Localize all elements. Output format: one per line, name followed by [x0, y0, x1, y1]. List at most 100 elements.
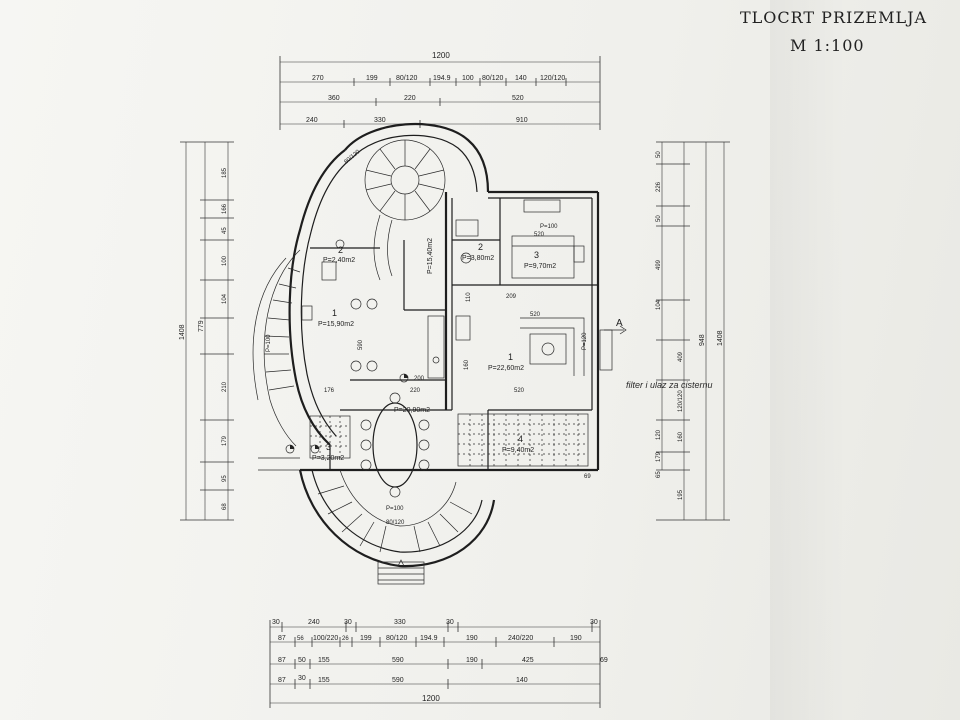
- terrace-tiles: [309, 413, 589, 467]
- room-1-right-area: P=22,60m2: [488, 365, 524, 372]
- room-1-right-num: 1: [508, 352, 513, 362]
- room-2-left-num: 2: [338, 245, 343, 255]
- bottom-bay: [298, 469, 496, 585]
- exterior-stair-left: [252, 249, 301, 447]
- dim-top-6: 80/120: [482, 75, 504, 82]
- room-labels: 1 P=15,90m2 2 P=2,40m2 P=15,40m2 2 P=3,8…: [312, 238, 556, 462]
- bedroom-furniture: [511, 199, 585, 279]
- dim-right-mid: 948: [699, 334, 706, 346]
- right-dimension-chains: 50 226 50 499 104 409 120/120 160 120 17…: [656, 141, 730, 521]
- dim-top-2: 199: [366, 75, 378, 82]
- dim-110: 110: [466, 292, 472, 302]
- section-marker: A: [604, 318, 627, 335]
- dim-bot-overall: 1200: [422, 694, 440, 703]
- p100-bay: P=100: [386, 506, 404, 512]
- dim-top-8: 120/120: [540, 75, 565, 82]
- level-markers: [285, 373, 409, 454]
- dim-176: 176: [324, 388, 335, 394]
- dim-right-6: 409: [678, 351, 684, 362]
- dim-top-r2-2: 220: [404, 95, 416, 102]
- room-2-right-area: P=3,80m2: [462, 255, 494, 262]
- dim-left-1: 185: [222, 167, 228, 178]
- room-3-right-num: 3: [534, 250, 539, 260]
- room-1-left-num: 1: [332, 308, 337, 318]
- dim-bot-r1-1: 30: [272, 619, 280, 626]
- dim-left-7: 179: [222, 435, 228, 446]
- dim-right-5: 104: [656, 299, 662, 310]
- paper-fold-shadow: [770, 0, 960, 720]
- room-4-num: 4: [518, 434, 523, 444]
- arc-dim-label: 80/120: [343, 149, 361, 166]
- p120-label: P=120: [582, 332, 588, 350]
- dim-bot-r4-2: 30: [298, 675, 306, 682]
- dim-bot-r1-6: 30: [590, 619, 598, 626]
- dim-520-bot: 520: [514, 388, 525, 394]
- dim-top-r3-1: 240: [306, 117, 318, 124]
- dim-520-mid: 520: [530, 312, 541, 318]
- dim-bot-r2-7: 194.9: [420, 635, 438, 642]
- room-2-right-num: 2: [478, 242, 483, 252]
- dim-bot-r3-6: 425: [522, 657, 534, 664]
- dim-bot-r2-4: 26: [342, 636, 349, 642]
- room-stair-area: P=15,40m2: [427, 238, 434, 274]
- dim-bot-r1-5: 30: [446, 619, 454, 626]
- dim-bot-r2-5: 199: [360, 635, 372, 642]
- dim-left-mid: 779: [198, 320, 205, 332]
- drawing-title: TLOCRT PRIZEMLJA: [740, 8, 928, 27]
- spiral-stair-upper: [364, 139, 446, 281]
- dim-bot-r3-7: 69: [600, 657, 608, 664]
- dim-left-4: 100: [222, 255, 228, 266]
- bathroom-fixtures: [321, 219, 479, 281]
- dim-bot-r3-1: 87: [278, 657, 286, 664]
- dim-left-8: 95: [222, 475, 228, 482]
- dim-bot-r2-8: 190: [466, 635, 478, 642]
- dim-bot-r3-3: 155: [318, 657, 330, 664]
- dim-bot-r1-2: 240: [308, 619, 320, 626]
- room-3-left-num: 3: [326, 442, 331, 452]
- dim-left-2: 166: [222, 203, 228, 214]
- interior-walls: [310, 192, 598, 470]
- p100-bedroom: P=100: [540, 224, 558, 230]
- handwritten-note: filter i ulaz za cisternu: [626, 380, 713, 390]
- dim-bot-r2-10: 190: [570, 635, 582, 642]
- dim-left-5: 104: [222, 293, 228, 304]
- dim-220: 220: [410, 388, 421, 394]
- dim-top-r2-3: 520: [512, 95, 524, 102]
- dim-bot-r4-1: 87: [278, 677, 286, 684]
- dim-top-4: 194.9: [433, 75, 451, 82]
- dim-bot-r3-5: 190: [466, 657, 478, 664]
- dim-bot-r4-5: 140: [516, 677, 528, 684]
- dim-bot-r4-4: 590: [392, 677, 404, 684]
- dim-right-3: 50: [656, 215, 662, 222]
- dim-bot-r2-1: 87: [278, 635, 286, 642]
- dim-right-8: 160: [678, 431, 684, 442]
- dim-209: 209: [506, 294, 517, 300]
- dim-bot-r3-2: 50: [298, 657, 306, 664]
- bottom-dimension-chains: 30 240 30 330 30 30 87 56 100/220 26 199…: [269, 619, 608, 708]
- dim-bot-r2-2: 56: [297, 636, 304, 642]
- dim-left-6: 210: [222, 381, 228, 392]
- dim-top-r3-3: 910: [516, 117, 528, 124]
- dim-right-outer: 1408: [717, 330, 724, 346]
- bay-arc-dim: 80/120: [386, 520, 405, 526]
- dim-top-overall: 1200: [432, 51, 450, 60]
- building-walls: [258, 122, 600, 472]
- room-2-left-area: P=2,40m2: [323, 257, 355, 264]
- dim-200: 200: [414, 376, 425, 382]
- section-letter: A: [616, 318, 623, 329]
- dim-bot-r1-3: 30: [344, 619, 352, 626]
- dim-bot-r2-3: 100/220: [313, 635, 338, 642]
- dim-right-9: 120: [656, 429, 662, 440]
- dim-top-3: 80/120: [396, 75, 418, 82]
- dim-top-r2-1: 360: [328, 95, 340, 102]
- top-dimension-chains: 1200 270 199 80/120 194.9 100 80/120 140…: [279, 51, 601, 130]
- dim-left-outer: 1408: [179, 324, 186, 340]
- p100-left: P=100: [266, 334, 272, 352]
- dim-right-2: 226: [656, 181, 662, 192]
- room-3-left-area: P=3,20m2: [312, 455, 344, 462]
- dim-top-1: 270: [312, 75, 324, 82]
- left-room-furniture: [301, 298, 378, 372]
- dim-top-7: 140: [515, 75, 527, 82]
